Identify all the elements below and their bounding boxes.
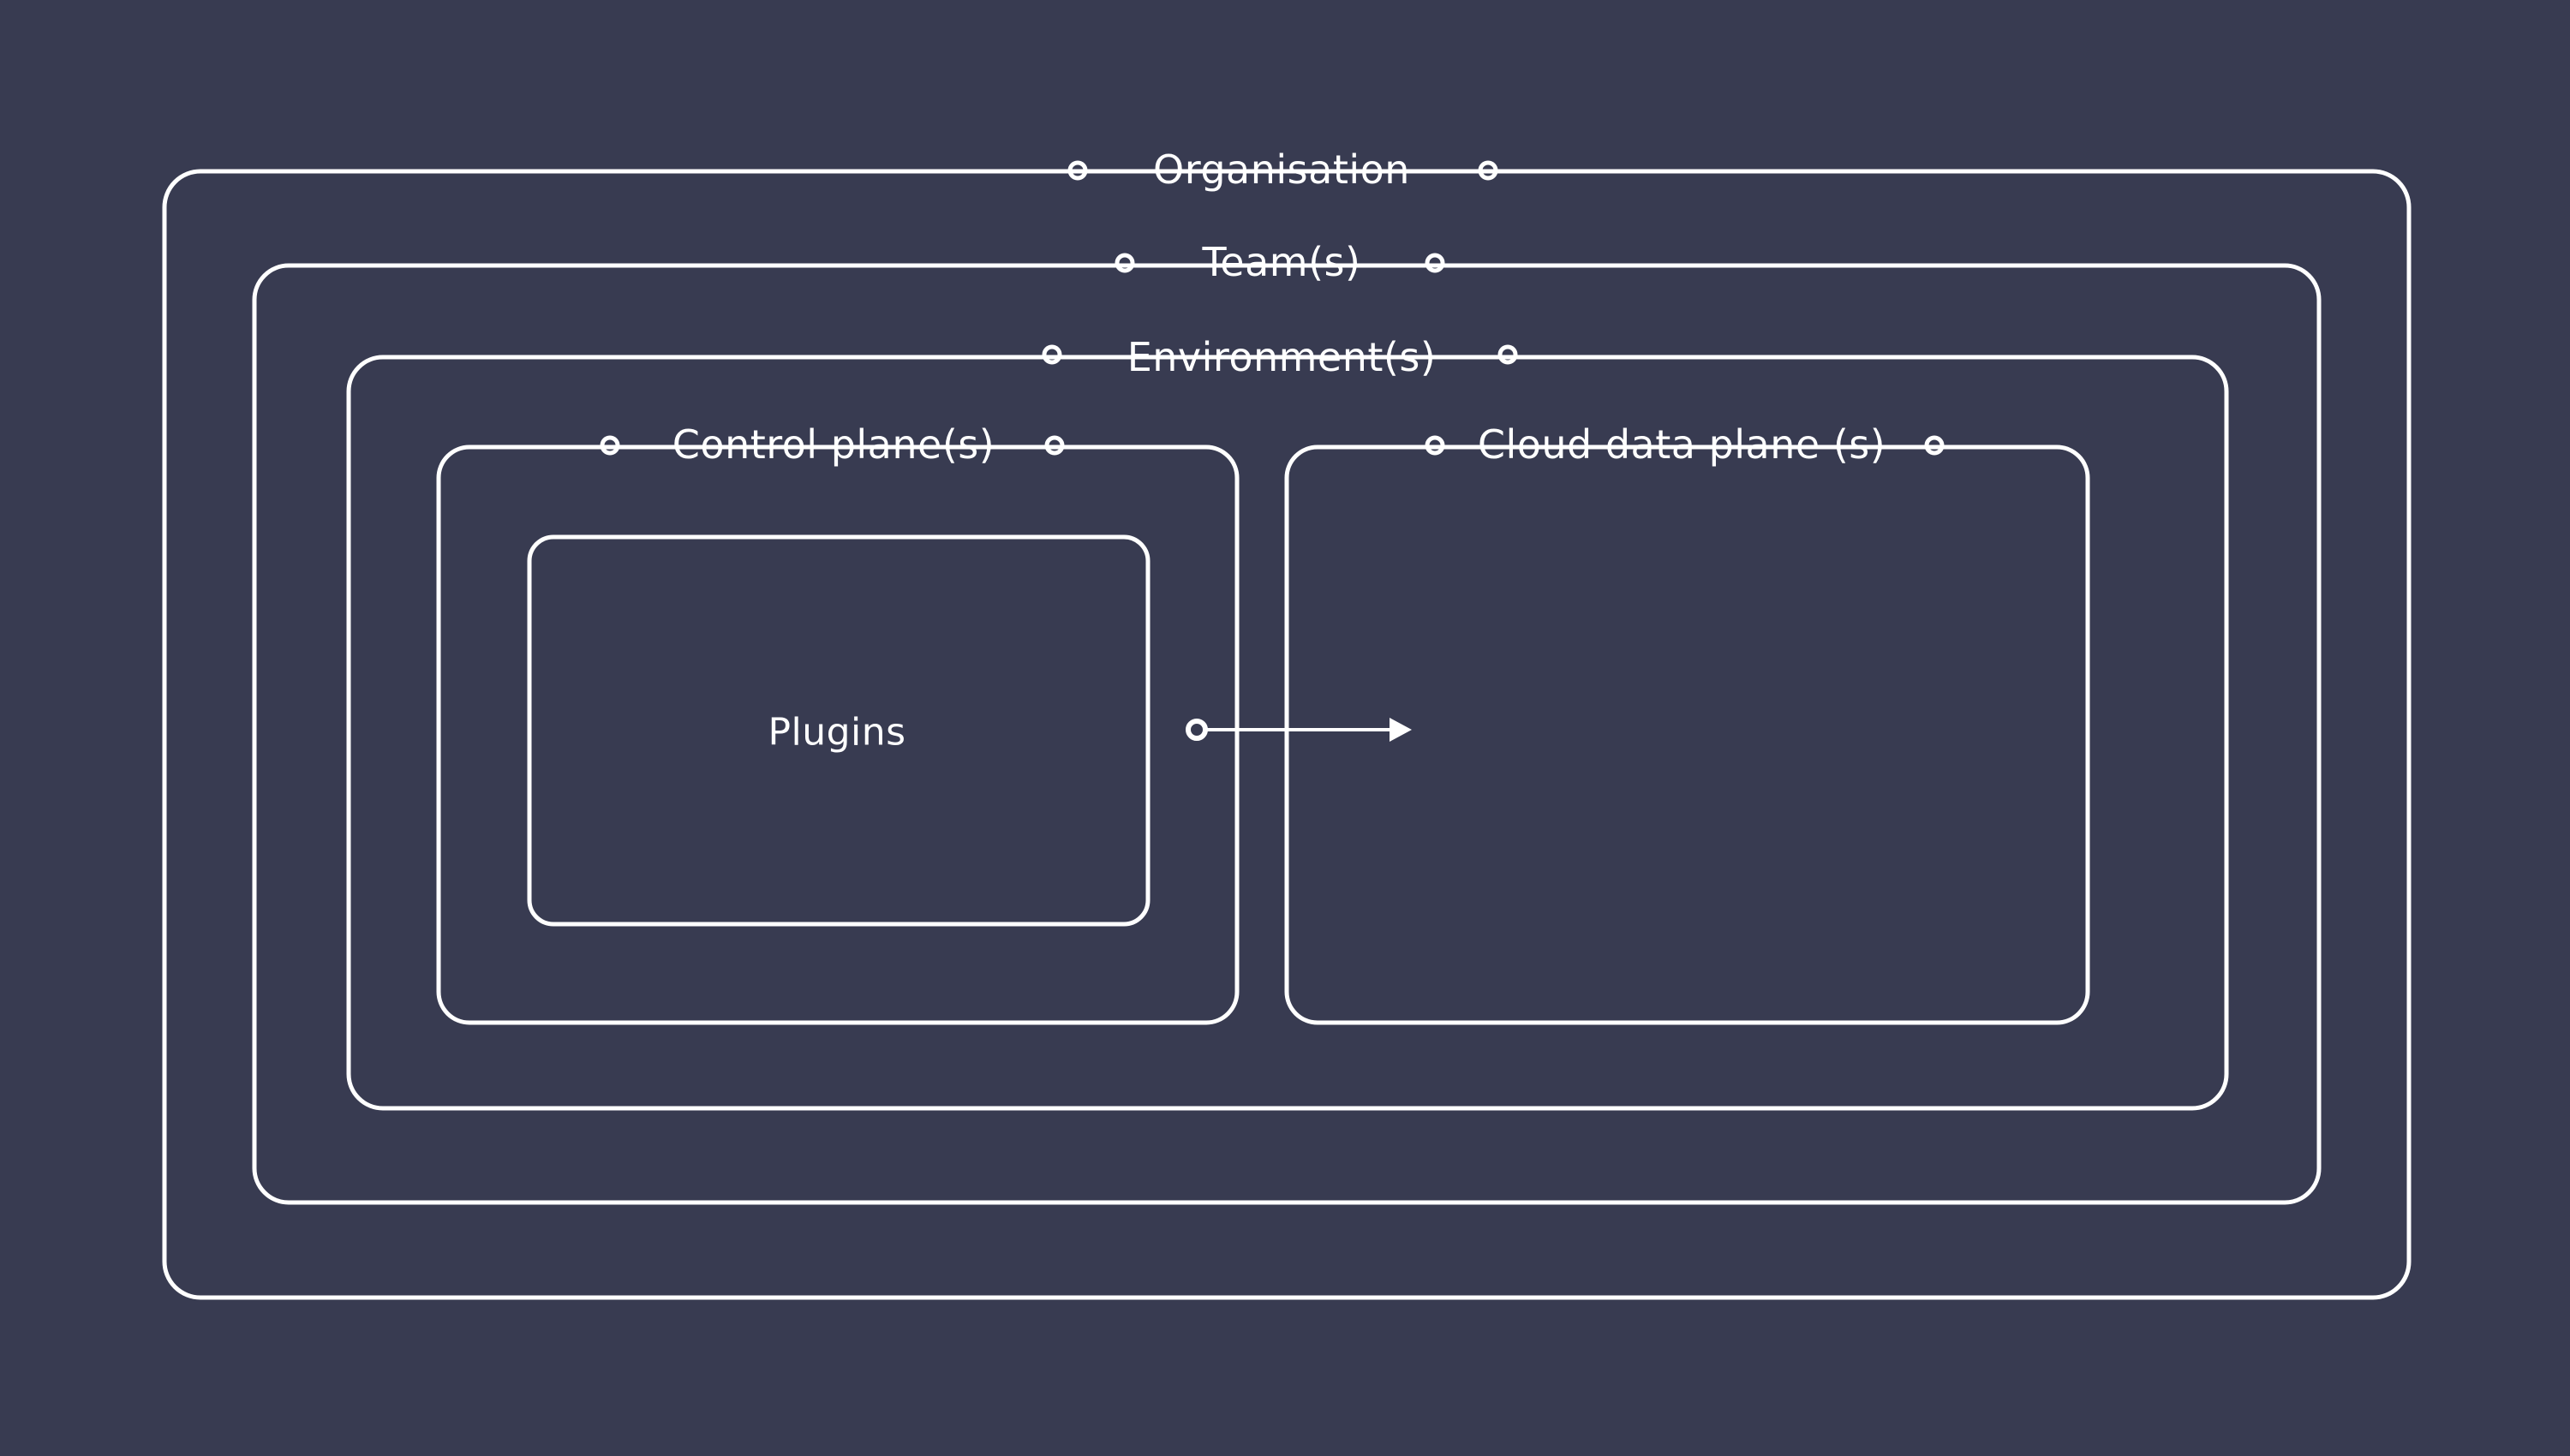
tier-group-environment	[346, 344, 2229, 1111]
tier-label-team: Team(s)	[1202, 239, 1361, 285]
team-right-connector-dot	[1425, 253, 1445, 273]
cloud-data-plane-box[interactable]	[1284, 445, 2090, 1025]
tier-label-cloud-data-plane: Cloud data plane (s)	[1477, 421, 1886, 468]
tier-label-environment: Environment(s)	[1127, 334, 1437, 380]
environment-box[interactable]	[346, 355, 2229, 1111]
control-plane-box[interactable]	[436, 445, 1240, 1025]
tier-group-control-plane	[436, 435, 1240, 1025]
tier-label-control-plane: Control plane(s)	[672, 421, 995, 468]
organisation-box[interactable]	[162, 169, 2412, 1300]
tier-group-organisation	[162, 160, 2412, 1300]
environment-right-connector-dot	[1497, 344, 1518, 365]
flow-plugins-to-cloud-data-plane	[1186, 718, 1412, 742]
tier-group-cloud-data-plane	[1284, 435, 2090, 1025]
control-plane-right-connector-dot	[1044, 435, 1065, 456]
cloud-data-plane-right-connector-dot	[1924, 435, 1945, 456]
control-plane-left-connector-dot	[600, 435, 620, 456]
plugins-box[interactable]	[527, 534, 1151, 927]
tier-group-team	[252, 253, 2322, 1205]
environment-left-connector-dot	[1042, 344, 1062, 365]
inner-group-plugins	[527, 534, 1151, 927]
organisation-right-connector-dot	[1478, 160, 1498, 181]
inner-label-plugins: Plugins	[768, 710, 906, 755]
organisation-left-connector-dot	[1067, 160, 1088, 181]
cloud-data-plane-left-connector-dot	[1425, 435, 1445, 456]
flow-source-dot-icon	[1186, 719, 1208, 741]
team-left-connector-dot	[1115, 253, 1135, 273]
team-box[interactable]	[252, 263, 2322, 1205]
tier-label-organisation: Organisation	[1153, 146, 1410, 193]
flow-arrowhead-icon	[1390, 718, 1412, 742]
